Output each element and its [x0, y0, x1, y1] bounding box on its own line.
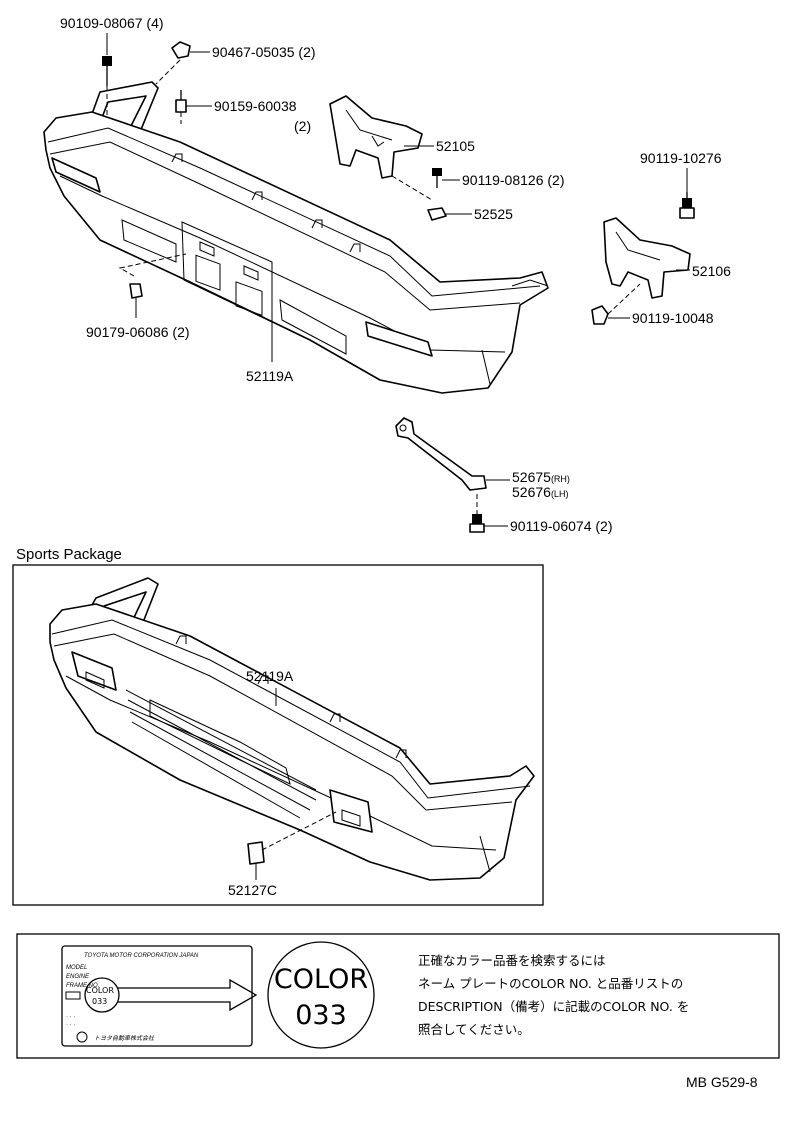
label-90179-06086: 90179-06086 (2)	[86, 324, 190, 340]
sports-bumper-cover	[49, 577, 535, 881]
label-90159-60038: 90159-60038	[214, 98, 297, 114]
color-note-line-2: ネーム プレートのCOLOR NO. と品番リストの	[418, 976, 683, 991]
label-52676: 52676(LH)	[512, 484, 568, 500]
color-note-line-4: 照合してください。	[418, 1022, 530, 1037]
arrow-to-color-code	[118, 978, 258, 1012]
sports-package-title: Sports Package	[16, 546, 122, 563]
color-note-line-3: DESCRIPTION（備考）に記載のCOLOR NO. を	[418, 999, 689, 1014]
bolt-90109-08067	[102, 56, 112, 118]
label-sp-52119A: 52119A	[246, 668, 294, 684]
name-plate-illustration: TOYOTA MOTOR CORPORATION JAPAN MODEL ENG…	[61, 945, 253, 1047]
bolt-90119-06074	[469, 494, 485, 533]
stay-52675-52676	[395, 417, 487, 491]
label-90159-60038-qty: (2)	[294, 118, 311, 134]
bracket-52106	[603, 217, 691, 299]
clip-90179-06086	[118, 253, 187, 299]
label-90119-10276: 90119-10276	[640, 150, 722, 166]
label-52105: 52105	[436, 138, 475, 154]
plate-color-code: 033	[92, 997, 107, 1006]
plate-color-word: COLOR	[86, 986, 114, 995]
bracket-52105	[329, 95, 423, 179]
circle-color-word: COLOR	[274, 964, 368, 995]
label-sp-52127C: 52127C	[228, 882, 277, 898]
plate-row-frame: FRAME NO.	[66, 983, 99, 989]
color-code-circle: COLOR 033	[267, 941, 375, 1049]
plate-row-model: MODEL	[66, 965, 87, 971]
plate-row-engine: ENGINE	[66, 974, 90, 980]
nut-52525	[427, 207, 447, 221]
label-52119A: 52119A	[246, 368, 294, 384]
screw-90159-60038	[175, 90, 187, 124]
bracket-52127C	[247, 811, 337, 865]
footer-code: MB G529-8	[686, 1074, 758, 1090]
svg-text:· · ·: · · ·	[66, 1022, 75, 1028]
nut-90467-05035	[155, 41, 191, 85]
color-instructions: 正確なカラー品番を検索するには ネーム プレートのCOLOR NO. と品番リス…	[418, 953, 689, 1037]
svg-text:· · ·: · · ·	[66, 1014, 75, 1020]
color-note-frame	[16, 933, 780, 1059]
bolt-90119-10276	[679, 192, 695, 219]
plate-header: TOYOTA MOTOR CORPORATION JAPAN	[84, 953, 199, 959]
color-note-line-1: 正確なカラー品番を検索するには	[418, 953, 606, 968]
bolt-90119-10048	[591, 283, 641, 325]
label-52106: 52106	[692, 263, 731, 279]
leader-lines	[106, 33, 690, 527]
label-52675: 52675(RH)	[512, 469, 570, 485]
sports-package-frame	[12, 564, 544, 906]
label-90119-06074: 90119-06074 (2)	[510, 518, 613, 534]
label-90119-10048: 90119-10048	[632, 310, 714, 326]
front-bumper-cover	[43, 81, 549, 394]
circle-color-code: 033	[295, 1000, 347, 1031]
bolt-90119-08126	[391, 168, 442, 201]
label-90467-05035: 90467-05035 (2)	[212, 44, 316, 60]
label-52525: 52525	[474, 206, 513, 222]
upper-labels: 90109-08067 (4) 90467-05035 (2) 90159-60…	[60, 15, 731, 534]
label-90109-08067: 90109-08067 (4)	[60, 15, 164, 31]
plate-footer: トヨタ自動車株式会社	[94, 1034, 155, 1042]
label-90119-08126: 90119-08126 (2)	[462, 172, 565, 188]
